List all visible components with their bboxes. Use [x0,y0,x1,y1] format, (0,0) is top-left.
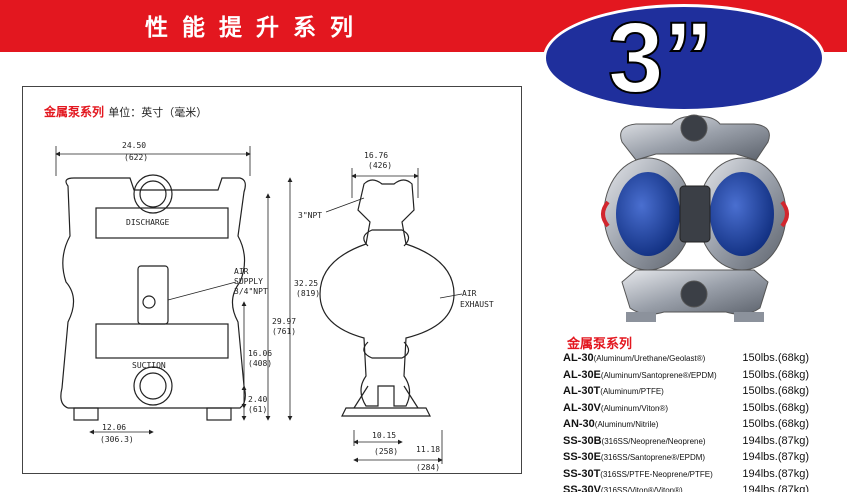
spec-model-name: SS-30V(316SS/Viton®/Viton®) [563,482,683,492]
spec-row: SS-30B(316SS/Neoprene/Neoprene) 194lbs.(8… [563,433,809,450]
side-dim-overall-in: 11.18 [416,445,440,454]
side-dim-depth-mm: (426) [368,161,392,170]
side-dim-base-mm: (258) [374,447,398,456]
spec-weight: 150lbs.(68kg) [742,368,809,381]
spec-weight: 150lbs.(68kg) [742,401,809,414]
air-supply-label-1: AIR [234,267,249,276]
air-exhaust-label-1: AIR [462,289,477,298]
front-dim-inlet-mm: (61) [248,405,267,414]
front-dim-width-mm: (622) [124,153,148,162]
spec-model-name: AL-30(Aluminum/Urethane/Geolast®) [563,350,705,367]
spec-weight: 194lbs.(87kg) [742,451,809,463]
front-dim-height-in: 32.25 [294,279,318,288]
front-dim-width-in: 24.50 [122,141,146,150]
spec-heading: 金属泵系列 [567,337,633,352]
spec-material: (316SS/Viton®/Viton®) [600,486,683,492]
spec-model-name: AL-30T(Aluminum/PTFE) [563,383,664,400]
air-exhaust-label-2: EXHAUST [460,300,494,309]
side-dim-depth-in: 16.76 [364,151,388,160]
dimension-heading-title: 金属泵系列 [44,105,105,119]
dimension-drawing-frame [22,86,522,474]
front-dim-outlet-in: 29.97 [272,317,296,326]
spec-row: AL-30T(Aluminum/PTFE) 150lbs.(68kg) [563,383,809,400]
spec-model: SS-30B [563,434,602,447]
front-dim-outlet-mm: (761) [272,327,296,336]
size-badge [543,4,825,112]
air-supply-label-2: SUPPLY [234,277,263,286]
spec-weight: 150lbs.(68kg) [742,352,809,364]
spec-model-name: AL-30E(Aluminum/Santoprene®/EPDM) [563,367,717,384]
front-dim-half-mm: (306.3) [100,435,134,444]
side-view-dimensions [325,168,463,464]
front-dim-half-in: 12.06 [102,423,126,432]
npt-label: 3"NPT [298,211,322,220]
discharge-label: DISCHARGE [126,218,170,227]
spec-weight: 194lbs.(87kg) [742,434,809,447]
spec-material: (316SS/Neoprene/Neoprene) [601,436,706,446]
spec-material: (316SS/PTFE-Neoprene/PTFE) [600,469,713,479]
spec-row: SS-30T(316SS/PTFE-Neoprene/PTFE) 194lbs.(… [563,466,809,483]
dimension-drawing: 24.50 (622) DISCHARGE AIR SUPPLY 3/4"NPT… [55,141,494,472]
spec-material: (Aluminum/Viton®) [600,403,669,413]
spec-model: SS-30V [563,484,601,492]
banner-title: 性能提升系列 [145,15,367,41]
spec-model: SS-30E [563,451,601,463]
side-dim-overall-mm: (284) [416,463,440,472]
spec-material: (Aluminum/Santoprene®/EPDM) [600,370,717,380]
spec-list: AL-30(Aluminum/Urethane/Geolast®) 150lbs.… [563,350,809,492]
spec-model: AL-30T [563,385,601,397]
spec-model: AL-30E [563,368,601,381]
spec-material: (Aluminum/Nitrile) [594,420,659,429]
size-label: 3” [607,1,715,115]
spec-model-name: AN-30(Aluminum/Nitrile) [563,416,658,433]
pump-photo [601,114,789,322]
spec-model: AN-30 [563,418,595,430]
front-dim-air-in: 16.06 [248,349,272,358]
spec-row: AL-30V(Aluminum/Viton®) 150lbs.(68kg) [563,400,809,417]
spec-model-name: AL-30V(Aluminum/Viton®) [563,400,668,417]
dimension-heading: 金属泵系列 单位：英寸（毫米） [44,103,207,120]
spec-material: (Aluminum/Urethane/Geolast®) [593,354,706,363]
side-view-outline [319,179,455,417]
spec-model-name: SS-30T(316SS/PTFE-Neoprene/PTFE) [563,466,713,483]
spec-model-name: SS-30E(316SS/Santoprene®/EPDM) [563,449,705,466]
spec-row: AN-30(Aluminum/Nitrile) 150lbs.(68kg) [563,416,809,433]
air-supply-label-3: 3/4"NPT [234,287,268,296]
suction-label: SUCTION [132,361,166,370]
spec-row: AL-30E(Aluminum/Santoprene®/EPDM) 150lbs.… [563,367,809,384]
side-dim-base-in: 10.15 [372,431,396,440]
front-view-outline [60,174,246,421]
spec-model-name: SS-30B(316SS/Neoprene/Neoprene) [563,433,706,450]
spec-weight: 194lbs.(87kg) [742,484,809,492]
spec-material: (316SS/Santoprene®/EPDM) [600,453,706,462]
spec-row: AL-30(Aluminum/Urethane/Geolast®) 150lbs.… [563,350,809,367]
spec-row: SS-30E(316SS/Santoprene®/EPDM) 194lbs.(87… [563,449,809,466]
front-dim-inlet-in: 2.40 [248,395,267,404]
spec-weight: 150lbs.(68kg) [742,385,809,397]
spec-weight: 194lbs.(87kg) [742,467,809,480]
spec-weight: 150lbs.(68kg) [742,418,809,430]
dimension-unit-note: 单位：英寸（毫米） [108,106,208,119]
front-view-dimensions [55,146,293,435]
spec-model: SS-30T [563,467,601,480]
spec-material: (Aluminum/PTFE) [600,387,664,396]
front-dim-air-mm: (408) [248,359,272,368]
spec-model: AL-30 [563,352,594,364]
spec-row: SS-30V(316SS/Viton®/Viton®) 194lbs.(87kg) [563,482,809,492]
front-dim-height-mm: (819) [296,289,320,298]
spec-model: AL-30V [563,401,601,414]
